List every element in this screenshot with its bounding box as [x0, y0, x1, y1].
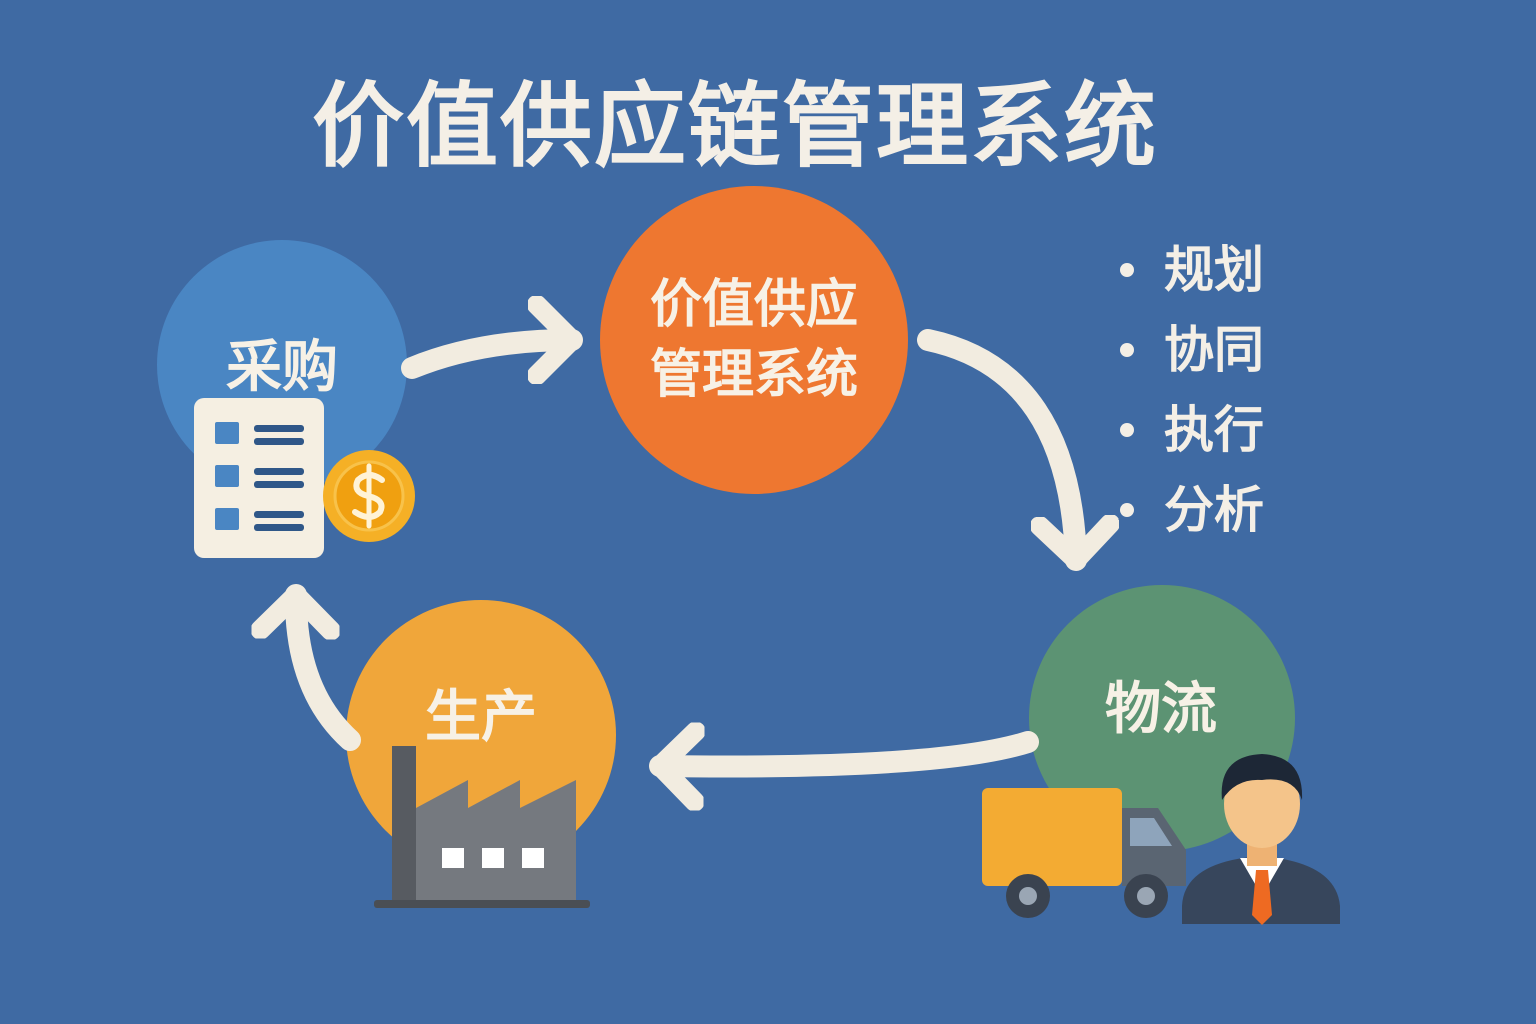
feature-list: 规划 协同 执行 分析 [1120, 230, 1264, 550]
arrow-logistics-to-production [649, 742, 1039, 767]
production-label: 生产 [425, 685, 537, 750]
center-node [600, 186, 908, 494]
bullet-icon [1120, 343, 1134, 357]
feature-label: 规划 [1164, 241, 1264, 299]
page-title: 价值供应链管理系统 [311, 73, 1158, 180]
factory-icon [374, 746, 590, 908]
center-label-line2: 管理系统 [649, 345, 858, 405]
delivery-truck-icon [982, 788, 1186, 918]
bullet-icon [1120, 503, 1134, 517]
dollar-coin-icon [323, 450, 415, 542]
feature-label: 执行 [1164, 401, 1264, 459]
arrow-production-to-procurement [296, 584, 361, 751]
document-list-icon [194, 398, 324, 558]
bullet-icon [1120, 263, 1134, 277]
businessman-icon [1182, 754, 1340, 925]
feature-item: 执行 [1120, 390, 1264, 470]
center-label: 价值供应 管理系统 [600, 270, 908, 410]
procurement-label: 采购 [226, 335, 338, 400]
center-label-line1: 价值供应 [649, 275, 858, 335]
feature-label: 分析 [1164, 481, 1264, 539]
arrow-procurement-to-center [401, 340, 583, 368]
feature-item: 规划 [1120, 230, 1264, 310]
bullet-icon [1120, 423, 1134, 437]
logistics-label: 物流 [1105, 677, 1217, 742]
feature-label: 协同 [1164, 321, 1264, 379]
feature-item: 分析 [1120, 470, 1264, 550]
arrow-center-to-logistics [917, 329, 1076, 571]
feature-item: 协同 [1120, 310, 1264, 390]
